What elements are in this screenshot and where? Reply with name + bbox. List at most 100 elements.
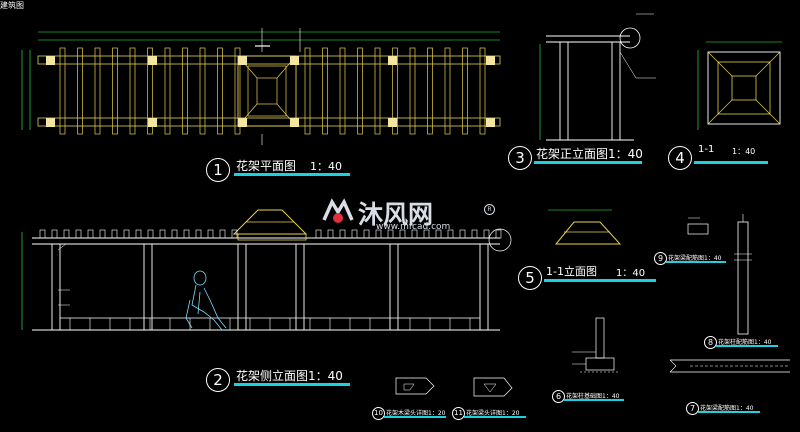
- title-underline-4: [694, 161, 768, 164]
- elevation-joist-end: [495, 229, 502, 239]
- plan-view: [21, 28, 501, 145]
- plan-joist: [77, 47, 83, 135]
- detail-underline-6: [564, 399, 624, 401]
- beam-end-detail-b: [473, 377, 513, 397]
- elevation-post: [389, 243, 399, 331]
- elevation-post: [51, 243, 61, 331]
- plan-post: [148, 118, 157, 127]
- section-1-1-elevation: [548, 209, 622, 245]
- elevation-post: [237, 243, 247, 331]
- elevation-joist-end: [423, 229, 430, 239]
- title-underline-5: [544, 279, 656, 282]
- seated-figure-sketch: [185, 270, 227, 331]
- window-tag: 建筑图: [0, 1, 24, 10]
- detail-underline-9: [666, 261, 726, 263]
- detail-number-8: 8: [704, 336, 717, 349]
- elevation-joist-end: [219, 229, 226, 239]
- detail-underline-11: [464, 416, 526, 418]
- watermark-url: www.mfcad.com: [376, 222, 451, 232]
- detail-number-9: 9: [654, 252, 667, 265]
- plan-joist: [462, 47, 468, 135]
- elevation-joist-end: [399, 229, 406, 239]
- title-underline-3: [534, 161, 642, 164]
- plan-post: [486, 118, 495, 127]
- plan-post: [388, 118, 397, 127]
- view-scale-1: 1：40: [310, 160, 342, 173]
- plan-joist: [217, 47, 223, 135]
- elevation-joist-end: [111, 229, 118, 239]
- elevation-post: [143, 243, 153, 331]
- detail-title-6: 花架柱基础图1：40: [566, 393, 620, 400]
- plan-post: [46, 118, 55, 127]
- section-1-1-plan: [697, 41, 782, 130]
- view-title-1: 花架平面图: [236, 159, 297, 173]
- elevation-joist-end: [327, 229, 334, 239]
- detail-title-7: 花架梁配筋图1：40: [700, 405, 754, 412]
- view-scale-5: 1：40: [616, 268, 646, 279]
- beam-end-detail-a: [395, 377, 435, 395]
- elevation-joist-end: [339, 229, 346, 239]
- plan-joist: [94, 47, 101, 135]
- foundation-detail: [572, 317, 620, 373]
- elevation-joist-end: [195, 229, 202, 239]
- elevation-joist-end: [483, 229, 490, 239]
- column-rebar-detail: [734, 214, 752, 335]
- plan-joist: [199, 47, 206, 135]
- watermark: 沐风网 www.mfcad.com R: [322, 196, 502, 236]
- elevation-joist-end: [207, 229, 214, 239]
- plan-joist: [147, 47, 153, 135]
- elevation-joist-end: [75, 229, 82, 239]
- plan-post: [148, 56, 157, 65]
- plan-joist: [234, 47, 241, 135]
- plan-joist: [164, 47, 171, 135]
- elevation-joist-end: [459, 229, 466, 239]
- detail-underline-10: [384, 416, 446, 418]
- watermark-brand: 沐风网: [358, 200, 434, 229]
- detail-number-7: 7: [686, 402, 699, 415]
- plan-joist: [409, 47, 416, 135]
- plan-post: [290, 118, 299, 127]
- elevation-joist-end: [315, 229, 322, 239]
- elevation-joist-end: [435, 229, 442, 239]
- view-title-5: 1-1立面图: [546, 265, 597, 278]
- front-elevation: [539, 13, 656, 141]
- plan-post: [238, 56, 247, 65]
- view-number-5: 5: [518, 266, 542, 290]
- elevation-joist-end: [39, 229, 46, 239]
- plan-joist: [479, 47, 486, 135]
- beam-rebar-detail-long: [669, 359, 790, 373]
- plan-post: [388, 56, 397, 65]
- elevation-joist-end: [231, 229, 238, 239]
- view-number-2: 2: [206, 368, 230, 392]
- elevation-joist-end: [411, 229, 418, 239]
- elevation-joist-end: [51, 229, 58, 239]
- side-elevation: [21, 209, 512, 331]
- detail-underline-7: [698, 411, 760, 413]
- plan-joist: [427, 47, 433, 135]
- detail-number-11: 11: [452, 407, 465, 420]
- elevation-joist-end: [387, 229, 394, 239]
- beam-rebar-detail-top: [687, 217, 709, 235]
- plan-post: [290, 56, 299, 65]
- title-underline-1: [234, 173, 350, 176]
- plan-post: [46, 56, 55, 65]
- plan-joist: [392, 47, 398, 135]
- plan-joist: [59, 47, 66, 135]
- elevation-joist-end: [159, 229, 166, 239]
- elevation-joist-end: [87, 229, 94, 239]
- view-title-3: 花架正立面图1：40: [536, 147, 643, 161]
- elevation-joist-end: [183, 229, 190, 239]
- elevation-joist-end: [123, 229, 130, 239]
- plan-post: [486, 56, 495, 65]
- elevation-joist-end: [99, 229, 106, 239]
- plan-joist: [339, 47, 346, 135]
- plan-joist: [322, 47, 328, 135]
- detail-title-10: 花架木梁头详图1：20: [386, 410, 446, 417]
- view-title-2: 花架侧立面图1：40: [236, 369, 343, 383]
- detail-title-11: 花架梁头详图1：20: [466, 410, 520, 417]
- detail-number-10: 10: [372, 407, 385, 420]
- detail-underline-8: [716, 345, 778, 347]
- plan-post: [238, 118, 247, 127]
